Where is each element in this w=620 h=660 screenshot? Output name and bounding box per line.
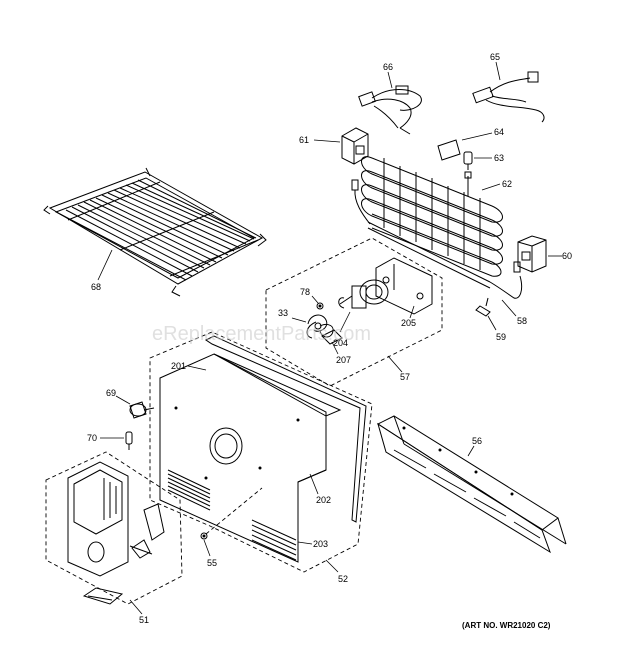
channel-part-56[interactable] <box>376 415 567 554</box>
callout-33: 33 <box>278 308 288 318</box>
callout-70: 70 <box>87 433 97 443</box>
callout-57: 57 <box>400 372 410 382</box>
evaporator-cover-outline-52 <box>149 331 373 573</box>
screw-part-55[interactable] <box>200 532 208 540</box>
callout-69: 69 <box>106 388 116 398</box>
callout-63: 63 <box>494 153 504 163</box>
callout-56: 56 <box>472 436 482 446</box>
wire-shelf-part-68[interactable] <box>43 167 267 297</box>
sensor-harness-part-65[interactable] <box>472 71 545 123</box>
callout-204: 204 <box>333 338 348 348</box>
wiring-harness-part-66[interactable] <box>358 85 422 135</box>
fan-motor-assembly-outline-57 <box>265 237 443 387</box>
callout-59: 59 <box>496 332 506 342</box>
callout-52: 52 <box>338 574 348 584</box>
callout-207: 207 <box>336 355 351 365</box>
callout-58: 58 <box>517 316 527 326</box>
callout-203: 203 <box>313 539 328 549</box>
callout-201: 201 <box>171 361 186 371</box>
grommet-part-78[interactable] <box>316 302 324 310</box>
evaporator-part-62[interactable] <box>361 156 503 277</box>
gasket-part-201[interactable] <box>205 335 367 523</box>
damper-clip-part-70[interactable] <box>125 431 133 450</box>
air-duct-part-51[interactable] <box>67 461 165 605</box>
callout-55: 55 <box>207 558 217 568</box>
fan-motor-part-204[interactable] <box>338 279 389 309</box>
callout-60: 60 <box>562 251 572 261</box>
thermal-fuse-part-63[interactable] <box>463 151 473 170</box>
callout-202: 202 <box>316 495 331 505</box>
callout-62: 62 <box>502 179 512 189</box>
evaporator-cover-panel[interactable] <box>159 353 342 563</box>
callout-66: 66 <box>383 62 393 72</box>
fan-blade-part-33[interactable] <box>306 314 334 339</box>
callout-205: 205 <box>401 318 416 328</box>
callout-78: 78 <box>300 287 310 297</box>
callout-51: 51 <box>139 615 149 625</box>
bracket-part-61[interactable] <box>341 127 369 165</box>
mount-part-207[interactable] <box>321 329 343 345</box>
art-number: (ART NO. WR21020 C2) <box>462 621 551 630</box>
defrost-heater-part-58[interactable] <box>351 179 523 299</box>
callout-65: 65 <box>490 52 500 62</box>
clip-part-59[interactable] <box>475 297 491 317</box>
control-knob-part-69[interactable] <box>129 401 155 419</box>
bracket-part-60[interactable] <box>517 235 547 273</box>
callout-64: 64 <box>494 127 504 137</box>
pad-part-64[interactable] <box>437 139 461 161</box>
callout-61: 61 <box>299 135 309 145</box>
callout-68: 68 <box>91 282 101 292</box>
fan-motor-bracket-part-205[interactable] <box>375 257 433 315</box>
air-duct-outline-51 <box>45 451 183 605</box>
watermark-text: eReplacementParts.com <box>152 323 371 345</box>
